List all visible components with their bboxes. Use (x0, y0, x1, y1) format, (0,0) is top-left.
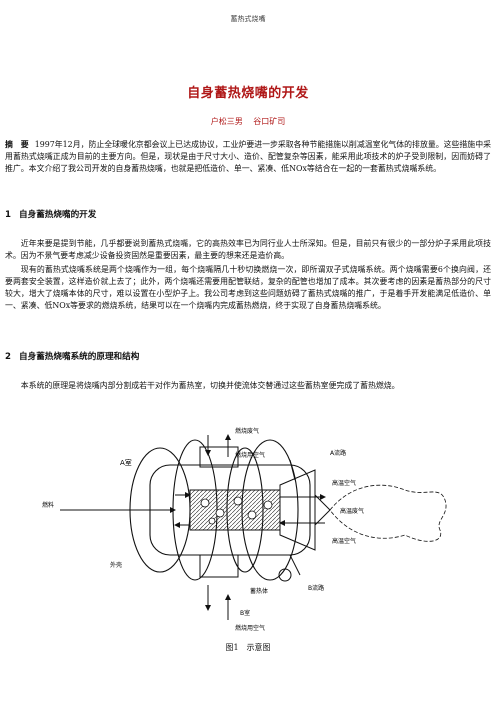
author-2: 谷口矿司 (253, 117, 286, 126)
pipes (199, 446, 292, 582)
section-2-number: 2 (5, 352, 11, 362)
flow-arrows (60, 434, 326, 620)
burner-schematic-figure: 燃烧废气 燃烧用空气 A流路 A室 燃料 外壳 蓄热体 B室 B流路 燃烧用空气… (42, 427, 447, 632)
label-hot-air: 高温空气 (332, 479, 356, 487)
label-exhaust-gas: 燃烧废气 (235, 427, 259, 435)
label-a-room: A室 (120, 458, 132, 467)
section-2-heading: 2 自身蓄热烧嘴系统的原理和结构 (5, 350, 139, 362)
label-hot-exhaust: 高温废气 (340, 507, 364, 515)
label-combustion-air-top: 燃烧用空气 (235, 451, 265, 459)
regenerator-block (189, 489, 281, 531)
section-1-heading: 1 自身蓄热烧嘴的开发 (5, 208, 96, 220)
section-2-paragraph-1: 本系统的原理是将烧嘴内部分割成若干对作为蓄热室，切换并使流体交替通过这些蓄热室便… (20, 381, 400, 390)
label-b-flow: B流路 (308, 584, 324, 592)
label-fuel: 燃料 (42, 501, 54, 509)
label-hot-air-2: 高温空气 (332, 537, 356, 545)
figure-caption: 图1 示意图 (225, 643, 271, 652)
paper-title: 自身蓄热烧嘴的开发 (187, 86, 309, 101)
label-b-room: B室 (240, 609, 250, 617)
abstract-label: 摘 要 (5, 140, 29, 149)
section-1-title: 自身蓄热烧嘴的开发 (19, 210, 97, 220)
section-2-title: 自身蓄热烧嘴系统的原理和结构 (19, 352, 140, 362)
label-combustion-air-bottom: 燃烧用空气 (235, 624, 265, 632)
abstract-text: 1997年12月，防止全球暖化京都会议上已达成协议，工业炉要进一步采取各种节能措… (5, 140, 491, 173)
section-1-number: 1 (5, 210, 11, 220)
nozzle-tip (314, 494, 331, 526)
nozzle-cone (279, 469, 316, 551)
section-1-paragraph-1: 近年来要是提到节能，几乎都要说到蓄热式烧嘴，它的高热效率已为同行业人士所深知。但… (5, 239, 491, 260)
section-1-paragraph-2: 现有的蓄热式烧嘴系统是两个烧嘴作为一组，每个烧嘴隔几十秒切换燃烧一次，即所谓双子… (5, 265, 491, 310)
running-header: 蓄热式烧嘴 (230, 15, 266, 23)
authors: 户松三男 谷口矿司 (0, 116, 496, 127)
author-1: 户松三男 (210, 117, 243, 126)
label-regenerator: 蓄热体 (250, 587, 268, 595)
label-a-flow: A流路 (330, 449, 346, 457)
label-outer-case: 外壳 (110, 561, 122, 569)
regenerator-pellets (200, 496, 273, 525)
flame-outline (329, 484, 447, 542)
